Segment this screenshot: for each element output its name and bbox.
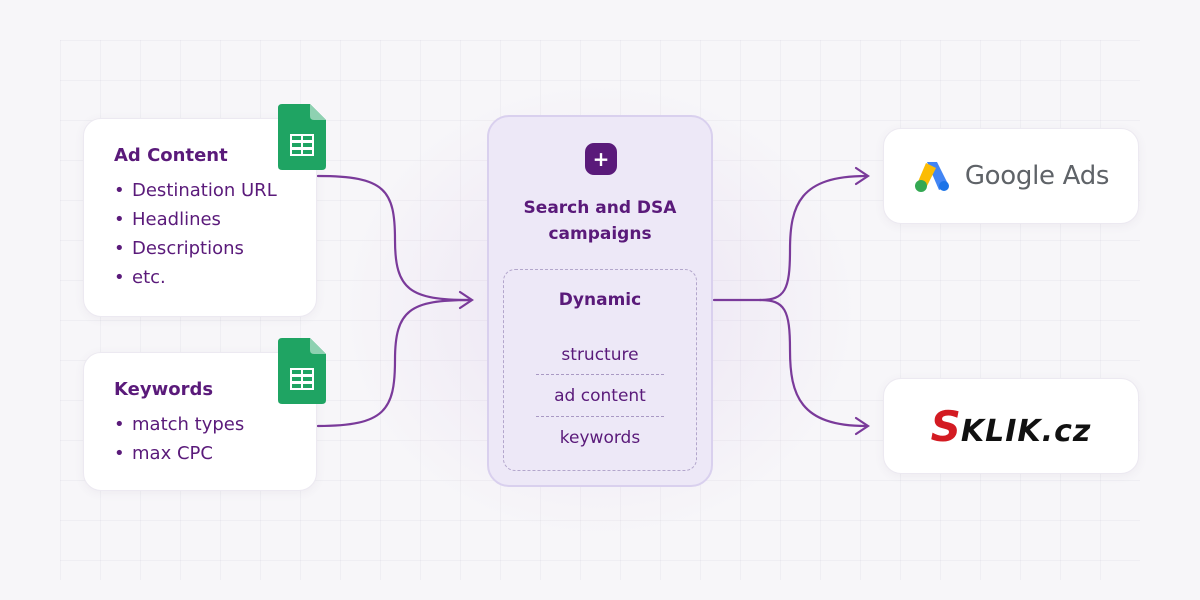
google-ads-logo-icon	[914, 162, 949, 192]
center-title-line2: campaigns	[548, 224, 652, 244]
google-ads-label: Google Ads	[964, 161, 1110, 191]
center-title-line1: Search and DSA	[523, 198, 677, 218]
divider	[536, 416, 664, 417]
dynamic-item-structure: structure	[561, 345, 639, 365]
connector-to-google-ads	[758, 174, 868, 302]
keywords-title: Keywords	[114, 379, 214, 400]
google-sheets-icon	[278, 338, 326, 404]
list-item: Descriptions	[114, 234, 277, 263]
list-item: match types	[114, 410, 244, 439]
sklik-logo-s: S	[930, 401, 961, 451]
list-item: Headlines	[114, 205, 277, 234]
center-title: Search and DSA campaigns	[489, 195, 711, 247]
list-item: etc.	[114, 263, 277, 292]
dynamic-title: Dynamic	[558, 290, 642, 310]
connector-keywords	[316, 298, 472, 428]
ad-content-list: Destination URL Headlines Descriptions e…	[114, 176, 277, 292]
sklik-logo-text: KLIK.cz	[960, 413, 1092, 449]
list-item: max CPC	[114, 439, 244, 468]
sklik-logo: S KLIK.cz	[931, 402, 1092, 451]
search-dsa-campaigns-card: + Search and DSA campaigns Dynamic struc…	[487, 115, 713, 487]
dynamic-box: Dynamic structure ad content keywords	[503, 269, 697, 471]
arrow-google-ads	[854, 166, 870, 186]
list-item: Destination URL	[114, 176, 277, 205]
connector-to-sklik	[758, 298, 868, 428]
plus-icon: +	[585, 143, 617, 175]
keywords-list: match types max CPC	[114, 410, 244, 468]
arrow-into-center	[458, 290, 474, 310]
google-ads-card: Google Ads	[883, 128, 1139, 224]
dynamic-item-ad-content: ad content	[554, 386, 646, 406]
connector-ad-content	[316, 174, 472, 302]
ad-content-title: Ad Content	[114, 145, 228, 166]
google-sheets-icon	[278, 104, 326, 170]
sklik-card: S KLIK.cz	[883, 378, 1139, 474]
arrow-sklik	[854, 416, 870, 436]
dynamic-item-keywords: keywords	[559, 428, 641, 448]
divider	[536, 374, 664, 375]
